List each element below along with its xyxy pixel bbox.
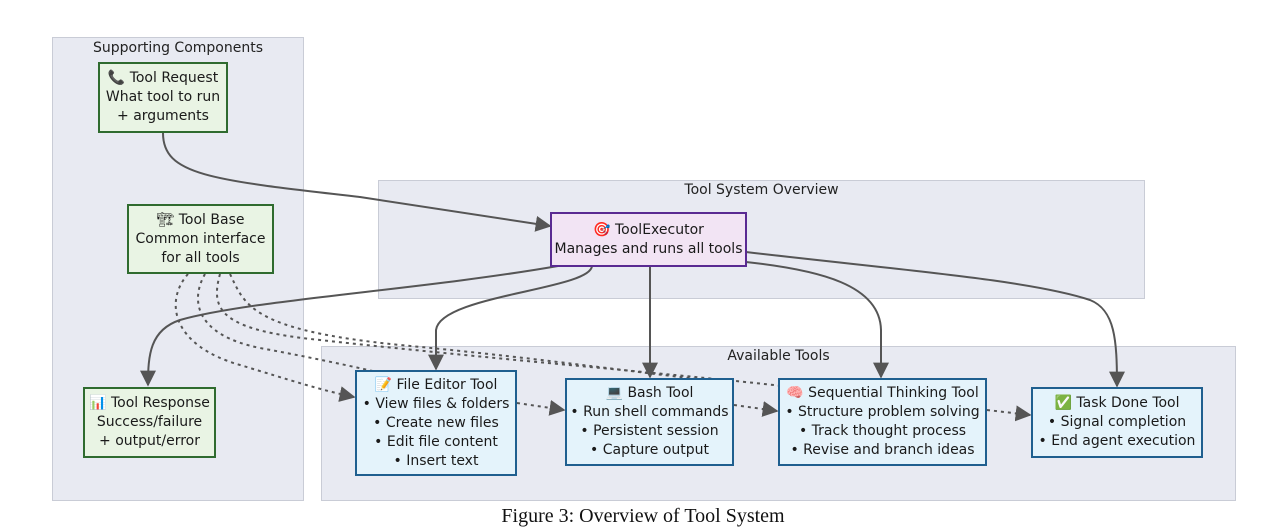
task-done-line: • Signal completion	[1047, 414, 1187, 430]
sequential-line: • Structure problem solving	[785, 404, 980, 420]
tool-executor-line: Manages and runs all tools	[554, 240, 743, 257]
bash-line: • Run shell commands	[570, 404, 729, 420]
tool-response-title: 📊 Tool Response	[89, 395, 210, 411]
tool-base-title: 🏗 Tool Base	[156, 211, 245, 228]
construction-icon: 🏗	[156, 211, 175, 228]
group-title: Tool System Overview	[684, 182, 839, 198]
sequential-thinking-tool-node[interactable]: 🧠 Sequential Thinking Tool • Structure p…	[778, 378, 987, 466]
tool-executor-title: 🎯 ToolExecutor	[593, 221, 704, 238]
bash-title: 💻 Bash Tool	[605, 385, 694, 401]
task-done-tool-node[interactable]: ✅ Task Done Tool • Signal completion • E…	[1031, 387, 1203, 458]
tool-request-line: + arguments	[117, 108, 209, 124]
file-editor-line: • Create new files	[373, 414, 499, 431]
tool-response-line: + output/error	[99, 433, 200, 449]
bash-tool-node[interactable]: 💻 Bash Tool • Run shell commands • Persi…	[565, 378, 734, 466]
tool-response-node[interactable]: 📊 Tool Response Success/failure + output…	[83, 387, 216, 458]
target-icon: 🎯	[593, 221, 611, 238]
laptop-icon: 💻	[605, 385, 623, 401]
sequential-line: • Revise and branch ideas	[790, 442, 975, 458]
bar-chart-icon: 📊	[89, 395, 107, 411]
file-editor-tool-node[interactable]: 📝 File Editor Tool • View files & folder…	[355, 370, 517, 476]
file-editor-line: • View files & folders	[362, 395, 510, 412]
group-title: Available Tools	[727, 348, 830, 364]
figure-caption: Figure 3: Overview of Tool System	[501, 505, 785, 527]
file-editor-title: 📝 File Editor Tool	[374, 376, 498, 393]
bash-line: • Capture output	[590, 442, 709, 458]
file-editor-line: • Edit file content	[374, 433, 498, 450]
group-title: Supporting Components	[92, 40, 264, 56]
group-tool-system-overview: Tool System Overview	[378, 180, 1145, 299]
task-done-line: • End agent execution	[1038, 433, 1196, 449]
file-editor-line: • Insert text	[393, 452, 479, 469]
tool-request-node[interactable]: 📞 Tool Request What tool to run + argume…	[98, 62, 228, 133]
tool-request-line: What tool to run	[105, 89, 221, 105]
tool-response-line: Success/failure	[96, 414, 203, 430]
tool-base-line: Common interface	[135, 230, 266, 247]
sequential-line: • Track thought process	[798, 423, 967, 439]
tool-base-line: for all tools	[161, 249, 240, 266]
tool-base-node[interactable]: 🏗 Tool Base Common interface for all too…	[127, 204, 274, 274]
task-done-title: ✅ Task Done Tool	[1054, 395, 1180, 411]
phone-icon: 📞	[107, 70, 126, 86]
tool-executor-node[interactable]: 🎯 ToolExecutor Manages and runs all tool…	[550, 212, 747, 267]
tool-request-title: 📞 Tool Request	[107, 70, 219, 86]
brain-icon: 🧠	[786, 385, 804, 401]
bash-line: • Persistent session	[580, 423, 719, 439]
check-mark-icon: ✅	[1054, 395, 1072, 411]
sequential-title: 🧠 Sequential Thinking Tool	[786, 385, 979, 401]
memo-icon: 📝	[374, 376, 393, 393]
